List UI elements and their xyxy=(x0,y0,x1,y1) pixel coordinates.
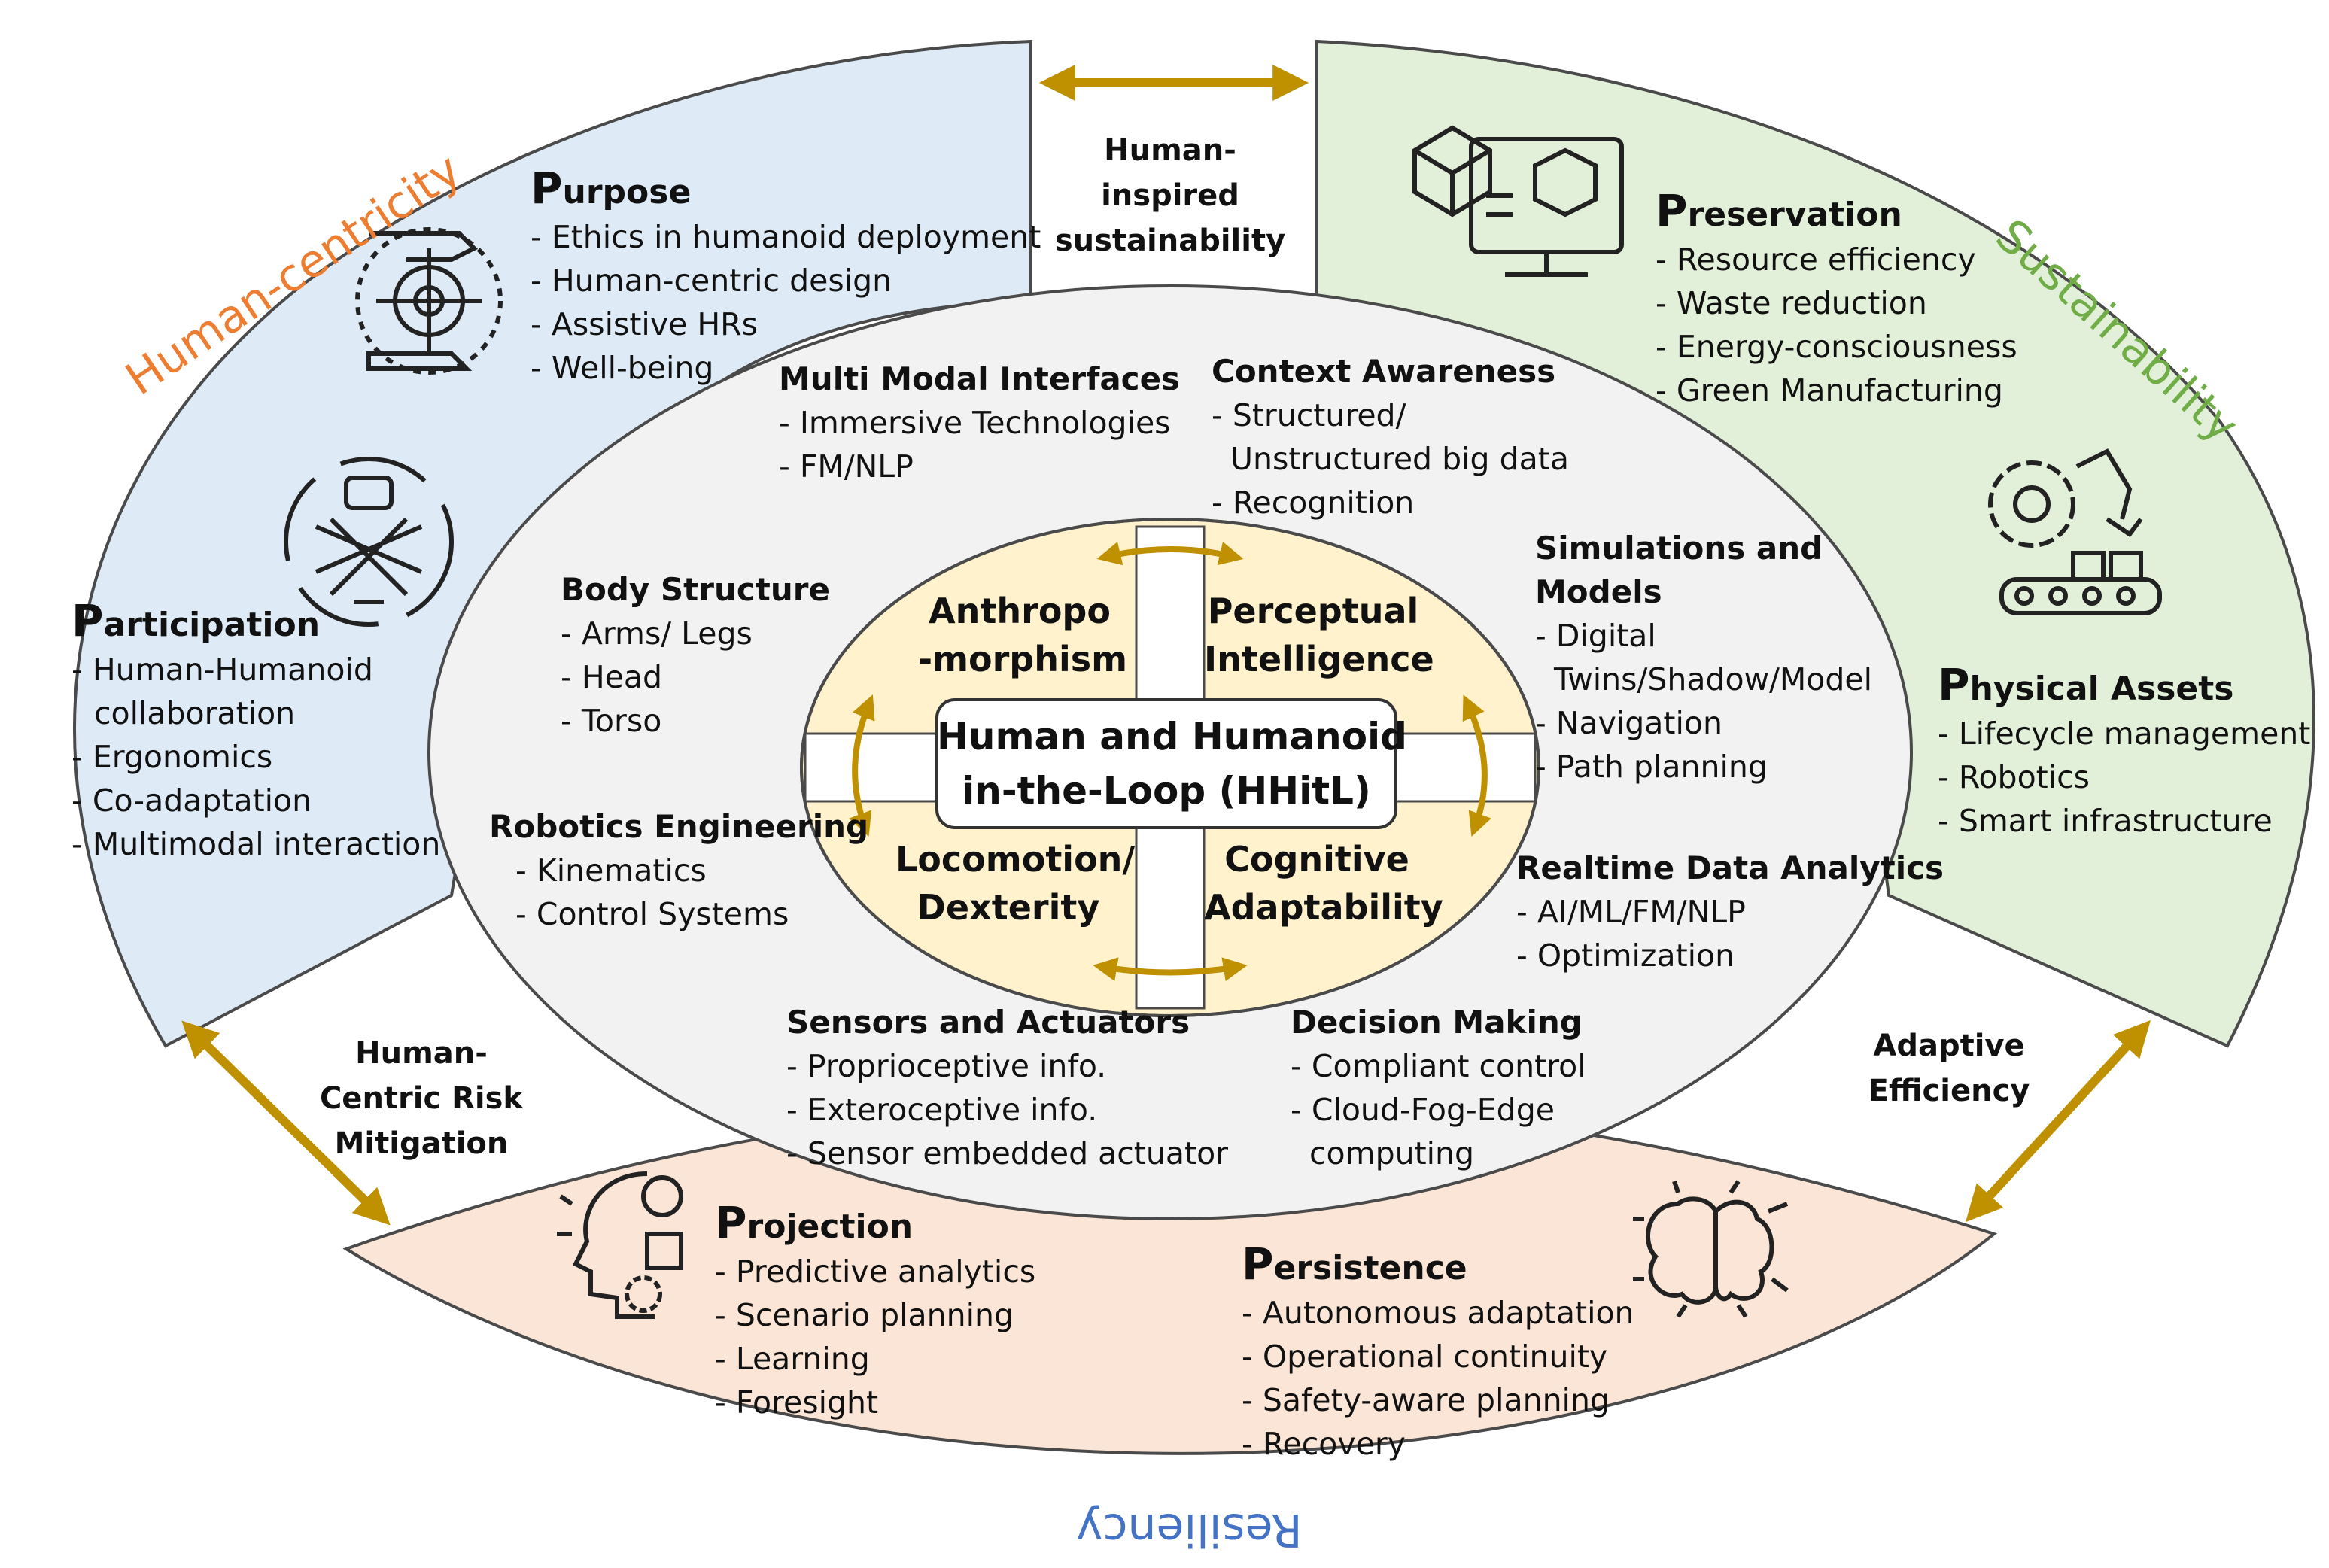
participation-item: - Multimodal interaction xyxy=(71,826,441,862)
purpose-heading: Purpose xyxy=(531,163,692,214)
persistence-heading: Persistence xyxy=(1242,1238,1467,1290)
body-item: - Head xyxy=(561,659,663,695)
projection-heading: Projection xyxy=(715,1197,914,1248)
purpose-item: - Well-being xyxy=(531,350,714,386)
decision-item: - Cloud-Fog-Edge xyxy=(1291,1092,1555,1128)
projection-item: - Learning xyxy=(715,1341,870,1377)
realtime-item: - Optimization xyxy=(1516,937,1735,974)
participation-item: - Ergonomics xyxy=(71,739,273,775)
context-title: Context Awareness xyxy=(1212,353,1556,390)
context-item: Unstructured big data xyxy=(1230,441,1569,477)
simulations-item: Twins/Shadow/Model xyxy=(1554,661,1873,697)
physical-assets-heading: Physical Assets xyxy=(1938,659,2234,710)
projection-section: Projection - Predictive analytics - Scen… xyxy=(715,1200,1035,1424)
participation-item: - Co-adaptation xyxy=(71,782,312,819)
robotics-item: - Kinematics xyxy=(515,852,707,889)
decision-title: Decision Making xyxy=(1291,1004,1583,1041)
simulations-title: Models xyxy=(1535,573,1662,610)
simulations-item: - Digital xyxy=(1535,618,1656,654)
multimodal-title: Multi Modal Interfaces xyxy=(779,360,1181,397)
hhitl-box xyxy=(935,698,1397,829)
projection-item: - Predictive analytics xyxy=(715,1253,1036,1290)
simulations-title: Simulations and xyxy=(1535,530,1823,567)
pillar-resiliency: Resiliency xyxy=(1076,1503,1303,1556)
sensors-title: Sensors and Actuators xyxy=(786,1004,1190,1041)
sensors-block: Sensors and Actuators - Proprioceptive i… xyxy=(786,1001,1228,1175)
participation-item: - Human-Humanoid xyxy=(71,652,373,688)
robotics-title: Robotics Engineering xyxy=(489,808,869,845)
connector-top-label: Human-inspired sustainability xyxy=(1054,133,1286,258)
physical-assets-section: Physical Assets - Lifecycle management -… xyxy=(1938,662,2310,843)
body-title: Body Structure xyxy=(561,571,830,608)
sensors-item: - Sensor embedded actuator xyxy=(786,1135,1229,1171)
persistence-item: - Safety-aware planning xyxy=(1242,1382,1610,1418)
body-item: - Arms/ Legs xyxy=(561,615,753,652)
multimodal-item: - FM/NLP xyxy=(779,448,914,485)
teamwork-hands-icon xyxy=(284,457,454,627)
purpose-item: - Assistive HRs xyxy=(531,306,759,342)
context-block: Context Awareness - Structured/ Unstruct… xyxy=(1212,350,1569,524)
preservation-item: - Energy-consciousness xyxy=(1656,329,2017,365)
left-connector-arrow xyxy=(181,1020,391,1226)
preservation-item: - Waste reduction xyxy=(1656,285,1927,321)
participation-item: collaboration xyxy=(94,695,296,731)
participation-heading: Participation xyxy=(71,595,321,646)
multimodal-block: Multi Modal Interfaces - Immersive Techn… xyxy=(779,357,1180,488)
preservation-section: Preservation - Resource efficiency - Was… xyxy=(1656,188,2017,412)
context-item: - Recognition xyxy=(1212,485,1415,521)
preservation-item: - Resource efficiency xyxy=(1656,242,1976,278)
simulations-item: - Path planning xyxy=(1535,749,1768,785)
connector-right-label: Adaptive Efficiency xyxy=(1868,1029,2030,1108)
persistence-item: - Recovery xyxy=(1242,1426,1406,1462)
body-item: - Torso xyxy=(561,703,662,739)
robot-arm-conveyor-icon xyxy=(1988,448,2162,615)
computer-cube-icon xyxy=(1412,125,1624,277)
persistence-item: - Autonomous adaptation xyxy=(1242,1295,1634,1331)
simulations-block: Simulations and Models - Digital Twins/S… xyxy=(1535,527,1872,789)
locomotion-dexterity-label: Locomotion/Dexterity xyxy=(895,839,1136,928)
robotics-item: - Control Systems xyxy=(515,896,789,932)
anthropomorphism-label: Anthropo-morphism xyxy=(918,591,1128,679)
head-gears-icon xyxy=(557,1171,683,1319)
projection-item: - Scenario planning xyxy=(715,1297,1014,1333)
right-connector-arrow xyxy=(1966,1020,2151,1223)
brain-circuit-icon xyxy=(1633,1180,1789,1318)
purpose-item: - Ethics in humanoid deployment xyxy=(531,219,1041,255)
persistence-item: - Operational continuity xyxy=(1242,1339,1608,1375)
realtime-item: - AI/ML/FM/NLP xyxy=(1516,894,1746,930)
decision-item: - Compliant control xyxy=(1291,1048,1586,1084)
sensors-item: - Exteroceptive info. xyxy=(786,1092,1098,1128)
multimodal-item: - Immersive Technologies xyxy=(779,405,1171,441)
persistence-section: Persistence - Autonomous adaptation - Op… xyxy=(1242,1241,1634,1466)
realtime-block: Realtime Data Analytics - AI/ML/FM/NLP -… xyxy=(1516,846,1944,977)
purpose-item: - Human-centric design xyxy=(531,263,892,299)
purpose-section: Purpose - Ethics in humanoid deployment … xyxy=(531,166,1041,390)
preservation-heading: Preservation xyxy=(1656,185,1902,236)
simulations-item: - Navigation xyxy=(1535,705,1722,741)
physical-assets-item: - Smart infrastructure xyxy=(1938,803,2273,839)
body-block: Body Structure - Arms/ Legs - Head - Tor… xyxy=(561,568,830,743)
decision-item: computing xyxy=(1309,1135,1475,1171)
context-item: - Structured/ xyxy=(1212,397,1406,433)
realtime-title: Realtime Data Analytics xyxy=(1516,849,1944,886)
participation-section: Participation - Human-Humanoid collabora… xyxy=(71,598,440,866)
connector-left-label: Human-Centric Risk Mitigation xyxy=(319,1036,524,1161)
projection-item: - Foresight xyxy=(715,1384,879,1421)
robotics-block: Robotics Engineering - Kinematics - Cont… xyxy=(489,805,868,936)
target-hands-icon xyxy=(355,227,503,375)
decision-block: Decision Making - Compliant control - Cl… xyxy=(1291,1001,1586,1175)
sensors-item: - Proprioceptive info. xyxy=(786,1048,1107,1084)
preservation-item: - Green Manufacturing xyxy=(1656,372,2003,409)
physical-assets-item: - Robotics xyxy=(1938,759,2090,795)
physical-assets-item: - Lifecycle management xyxy=(1938,716,2311,752)
